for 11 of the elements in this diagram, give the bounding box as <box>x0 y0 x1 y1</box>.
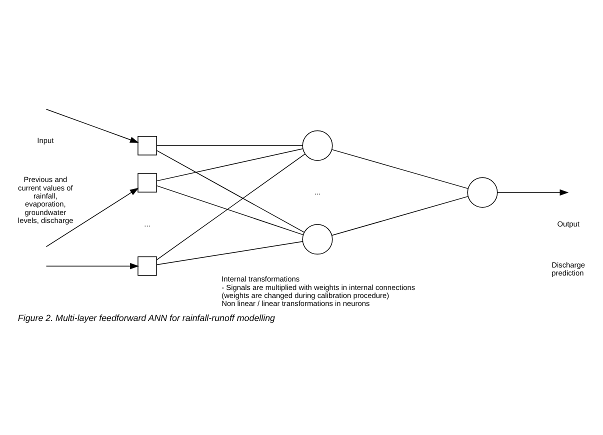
label: Discharge prediction <box>552 260 586 278</box>
label: Non linear / linear transformations in neurons <box>222 298 370 308</box>
label: - Signals are multiplied with weights in internal connections <box>222 282 416 292</box>
label: ... <box>144 218 150 228</box>
label: (weights are changed during calibration procedure) <box>222 290 390 300</box>
label: Output <box>557 218 580 228</box>
label: Internal transformations <box>222 274 300 284</box>
label: ... <box>314 186 321 196</box>
label: Input <box>37 136 54 145</box>
caption: Figure 2. Multi-layer feedforward ANN for rainfall-runoff modelling <box>18 312 276 322</box>
label: Previous and current values of rainfall, evaporation, groundwater levels, discharge <box>18 174 74 224</box>
